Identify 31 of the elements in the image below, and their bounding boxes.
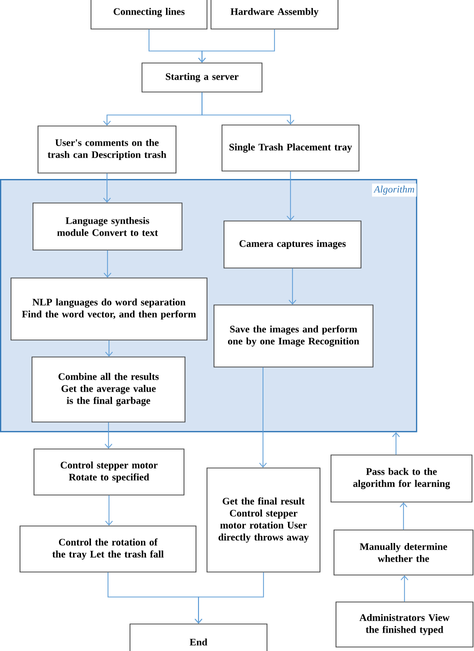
process-box: Administrators View the finished typed bbox=[336, 602, 474, 648]
arrow bbox=[194, 572, 264, 624]
process-box: Starting a server bbox=[142, 62, 262, 92]
process-box: Pass back to the algorithm for learning bbox=[330, 454, 472, 502]
arrow bbox=[104, 422, 112, 449]
process-box: User's comments on the trash can Description trash bbox=[38, 126, 176, 174]
process-box: Control the rotation of the tray Let the trash fall bbox=[20, 526, 196, 572]
process-box: Single Trash Placement tray bbox=[222, 124, 360, 172]
arrow bbox=[105, 340, 113, 357]
arrow bbox=[202, 92, 294, 125]
arrow bbox=[105, 495, 113, 526]
process-box: Control stepper motor Rotate to specified bbox=[34, 448, 184, 496]
process-box: End bbox=[130, 624, 268, 651]
process-box: Language synthesis module Convert to text bbox=[32, 202, 182, 250]
process-box: Save the images and perform one by one Image Recognition bbox=[214, 304, 374, 368]
arrow bbox=[103, 173, 111, 203]
process-box: Camera captures images bbox=[224, 220, 362, 268]
arrow bbox=[288, 268, 296, 305]
arrow bbox=[400, 502, 408, 530]
arrow bbox=[392, 432, 400, 455]
arrow bbox=[286, 171, 294, 221]
process-box: Hardware Assembly bbox=[210, 0, 338, 30]
process-box: Connecting lines bbox=[90, 0, 208, 30]
process-box: NLP languages do word separation Find the word vector, and then perform bbox=[10, 278, 208, 340]
process-box: Combine all the results Get the average value is the final garbage bbox=[32, 356, 186, 422]
arrow bbox=[400, 575, 408, 602]
arrow bbox=[198, 29, 275, 63]
process-box: Get the final result Control stepper motor rotation User directly throws away bbox=[206, 468, 320, 572]
arrow bbox=[259, 367, 267, 468]
arrow bbox=[104, 250, 112, 278]
process-box: Manually determine whether the bbox=[334, 530, 474, 576]
